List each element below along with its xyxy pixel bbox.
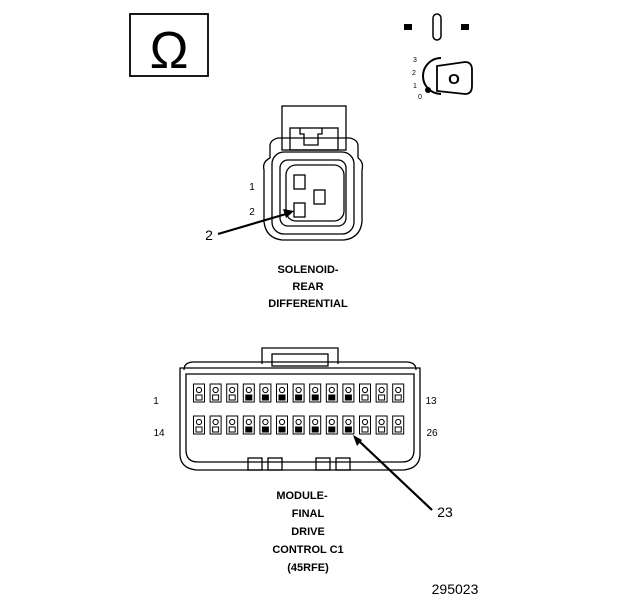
module-pin-cavity [259, 415, 272, 435]
module-pin-cavity [325, 415, 338, 435]
module-pin-cavity [325, 383, 338, 403]
module-pin-cavity [309, 383, 322, 403]
module-pin-cavity [226, 415, 239, 435]
module-connector [179, 347, 421, 471]
solenoid-pin-2-label: 2 [249, 207, 255, 218]
key-position-1: 1 [413, 83, 417, 90]
module-pin-cavity [242, 383, 255, 403]
solenoid-caption-line-2: REAR [292, 281, 323, 293]
module-pin-cavity [292, 383, 305, 403]
module-pin-1-label: 1 [153, 396, 159, 407]
module-caption-line-5: (45RFE) [287, 562, 329, 574]
module-pin-13-label: 13 [425, 396, 437, 407]
module-caption-line-3: DRIVE [291, 526, 325, 538]
module-pin-cavity [342, 415, 355, 435]
module-pin-26-label: 26 [426, 428, 438, 439]
solenoid-caption-line-3: DIFFERENTIAL [268, 298, 348, 310]
module-caption-line-4: CONTROL C1 [272, 544, 343, 556]
solenoid-callout-label: 2 [205, 227, 213, 243]
solenoid-callout-arrow [217, 209, 294, 236]
ohmmeter-icon: Ω [129, 13, 209, 80]
key-letter: O [448, 71, 460, 88]
module-caption-line-2: FINAL [292, 508, 325, 520]
figure-number: 295023 [432, 581, 479, 597]
module-pin-cavity [209, 415, 222, 435]
module-pin-cavity [359, 383, 371, 403]
module-pin-14-label: 14 [153, 428, 165, 439]
module-pin-cavity [259, 383, 272, 403]
module-callout-arrow [353, 435, 433, 511]
module-pin-cavity [276, 383, 288, 403]
module-pin-cavity [359, 415, 371, 435]
module-pin-cavity [242, 415, 255, 435]
module-pin-cavity [193, 415, 205, 435]
ignition-key-icon: 3 2 1 0 O [404, 13, 473, 101]
solenoid-connector [262, 105, 364, 241]
key-position-0: 0 [418, 94, 422, 101]
module-caption-line-1: MODULE- [276, 490, 328, 502]
key-position-3: 3 [413, 57, 417, 64]
module-pin-cavity [375, 383, 388, 403]
solenoid-pin-1-label: 1 [249, 182, 255, 193]
module-callout-label: 23 [437, 504, 453, 520]
module-pin-cavity [209, 383, 222, 403]
module-pin-cavity [309, 415, 322, 435]
module-pin-cavity [375, 415, 388, 435]
module-pin-cavity [193, 383, 205, 403]
module-pin-cavity [276, 415, 288, 435]
module-pin-cavity [292, 415, 305, 435]
key-position-2: 2 [412, 70, 416, 77]
module-pin-cavity [392, 383, 405, 403]
module-pin-cavity [342, 383, 355, 403]
module-pin-cavity [392, 415, 405, 435]
ohm-symbol: Ω [150, 22, 189, 80]
module-pin-cavity [226, 383, 239, 403]
solenoid-caption-line-1: SOLENOID- [277, 264, 338, 276]
